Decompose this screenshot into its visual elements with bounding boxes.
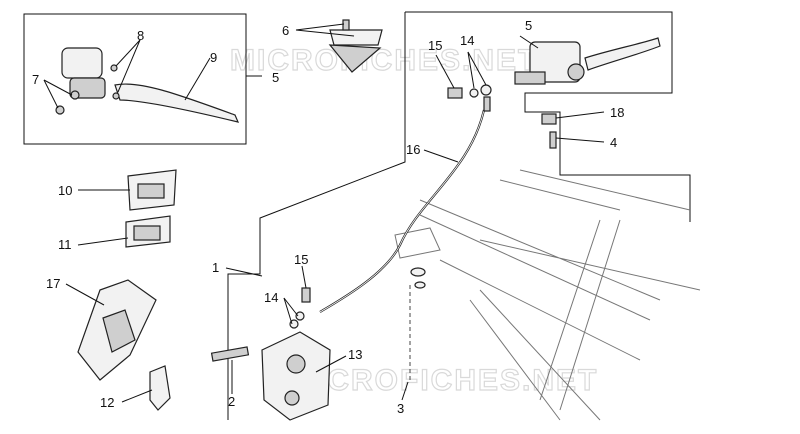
- callout-14-top: 14: [460, 33, 474, 48]
- callout-15-bottom: 15: [294, 252, 308, 267]
- inset-master-cylinder: [55, 47, 240, 123]
- callout-5-left: 5: [272, 70, 279, 85]
- brake-pads: [125, 169, 177, 248]
- inset-box-master-cylinder: [23, 13, 247, 145]
- callout-5-right: 5: [525, 18, 532, 33]
- callout-17: 17: [46, 276, 60, 291]
- callout-14-bottom: 14: [264, 290, 278, 305]
- watermark-top: MICROFICHES.NET: [230, 44, 538, 77]
- callout-6: 6: [282, 23, 289, 38]
- callout-2: 2: [228, 394, 235, 409]
- cable-tie: [409, 267, 426, 380]
- brake-hose-highlight: [319, 109, 485, 313]
- assembly-outline-top: [405, 11, 691, 222]
- right-master-cylinder: [447, 37, 661, 112]
- callout-18: 18: [610, 105, 624, 120]
- callout-15-top: 15: [428, 38, 442, 53]
- callout-9: 9: [210, 50, 217, 65]
- callout-11: 11: [58, 237, 72, 252]
- brake-caliper: [210, 331, 331, 421]
- callout-16: 16: [406, 142, 420, 157]
- callout-4: 4: [610, 135, 617, 150]
- motorcycle-frame: [394, 169, 701, 421]
- lower-banjo-bolt: [289, 287, 311, 329]
- switch-and-screw: [541, 113, 557, 149]
- callout-12: 12: [100, 395, 114, 410]
- callout-1: 1: [212, 260, 219, 275]
- callout-13: 13: [348, 347, 362, 362]
- assembly-outline-left: [227, 12, 406, 420]
- watermark-bottom: MICROFICHES.NET: [290, 364, 598, 397]
- pad-kit: [77, 279, 157, 381]
- reservoir-cover: [328, 19, 383, 73]
- leader-lines: [43, 23, 605, 403]
- callout-8: 8: [137, 28, 144, 43]
- callout-3: 3: [397, 401, 404, 416]
- callout-10: 10: [58, 183, 72, 198]
- brake-hose: [319, 109, 486, 313]
- callout-7: 7: [32, 72, 39, 87]
- pad-spring: [149, 365, 171, 411]
